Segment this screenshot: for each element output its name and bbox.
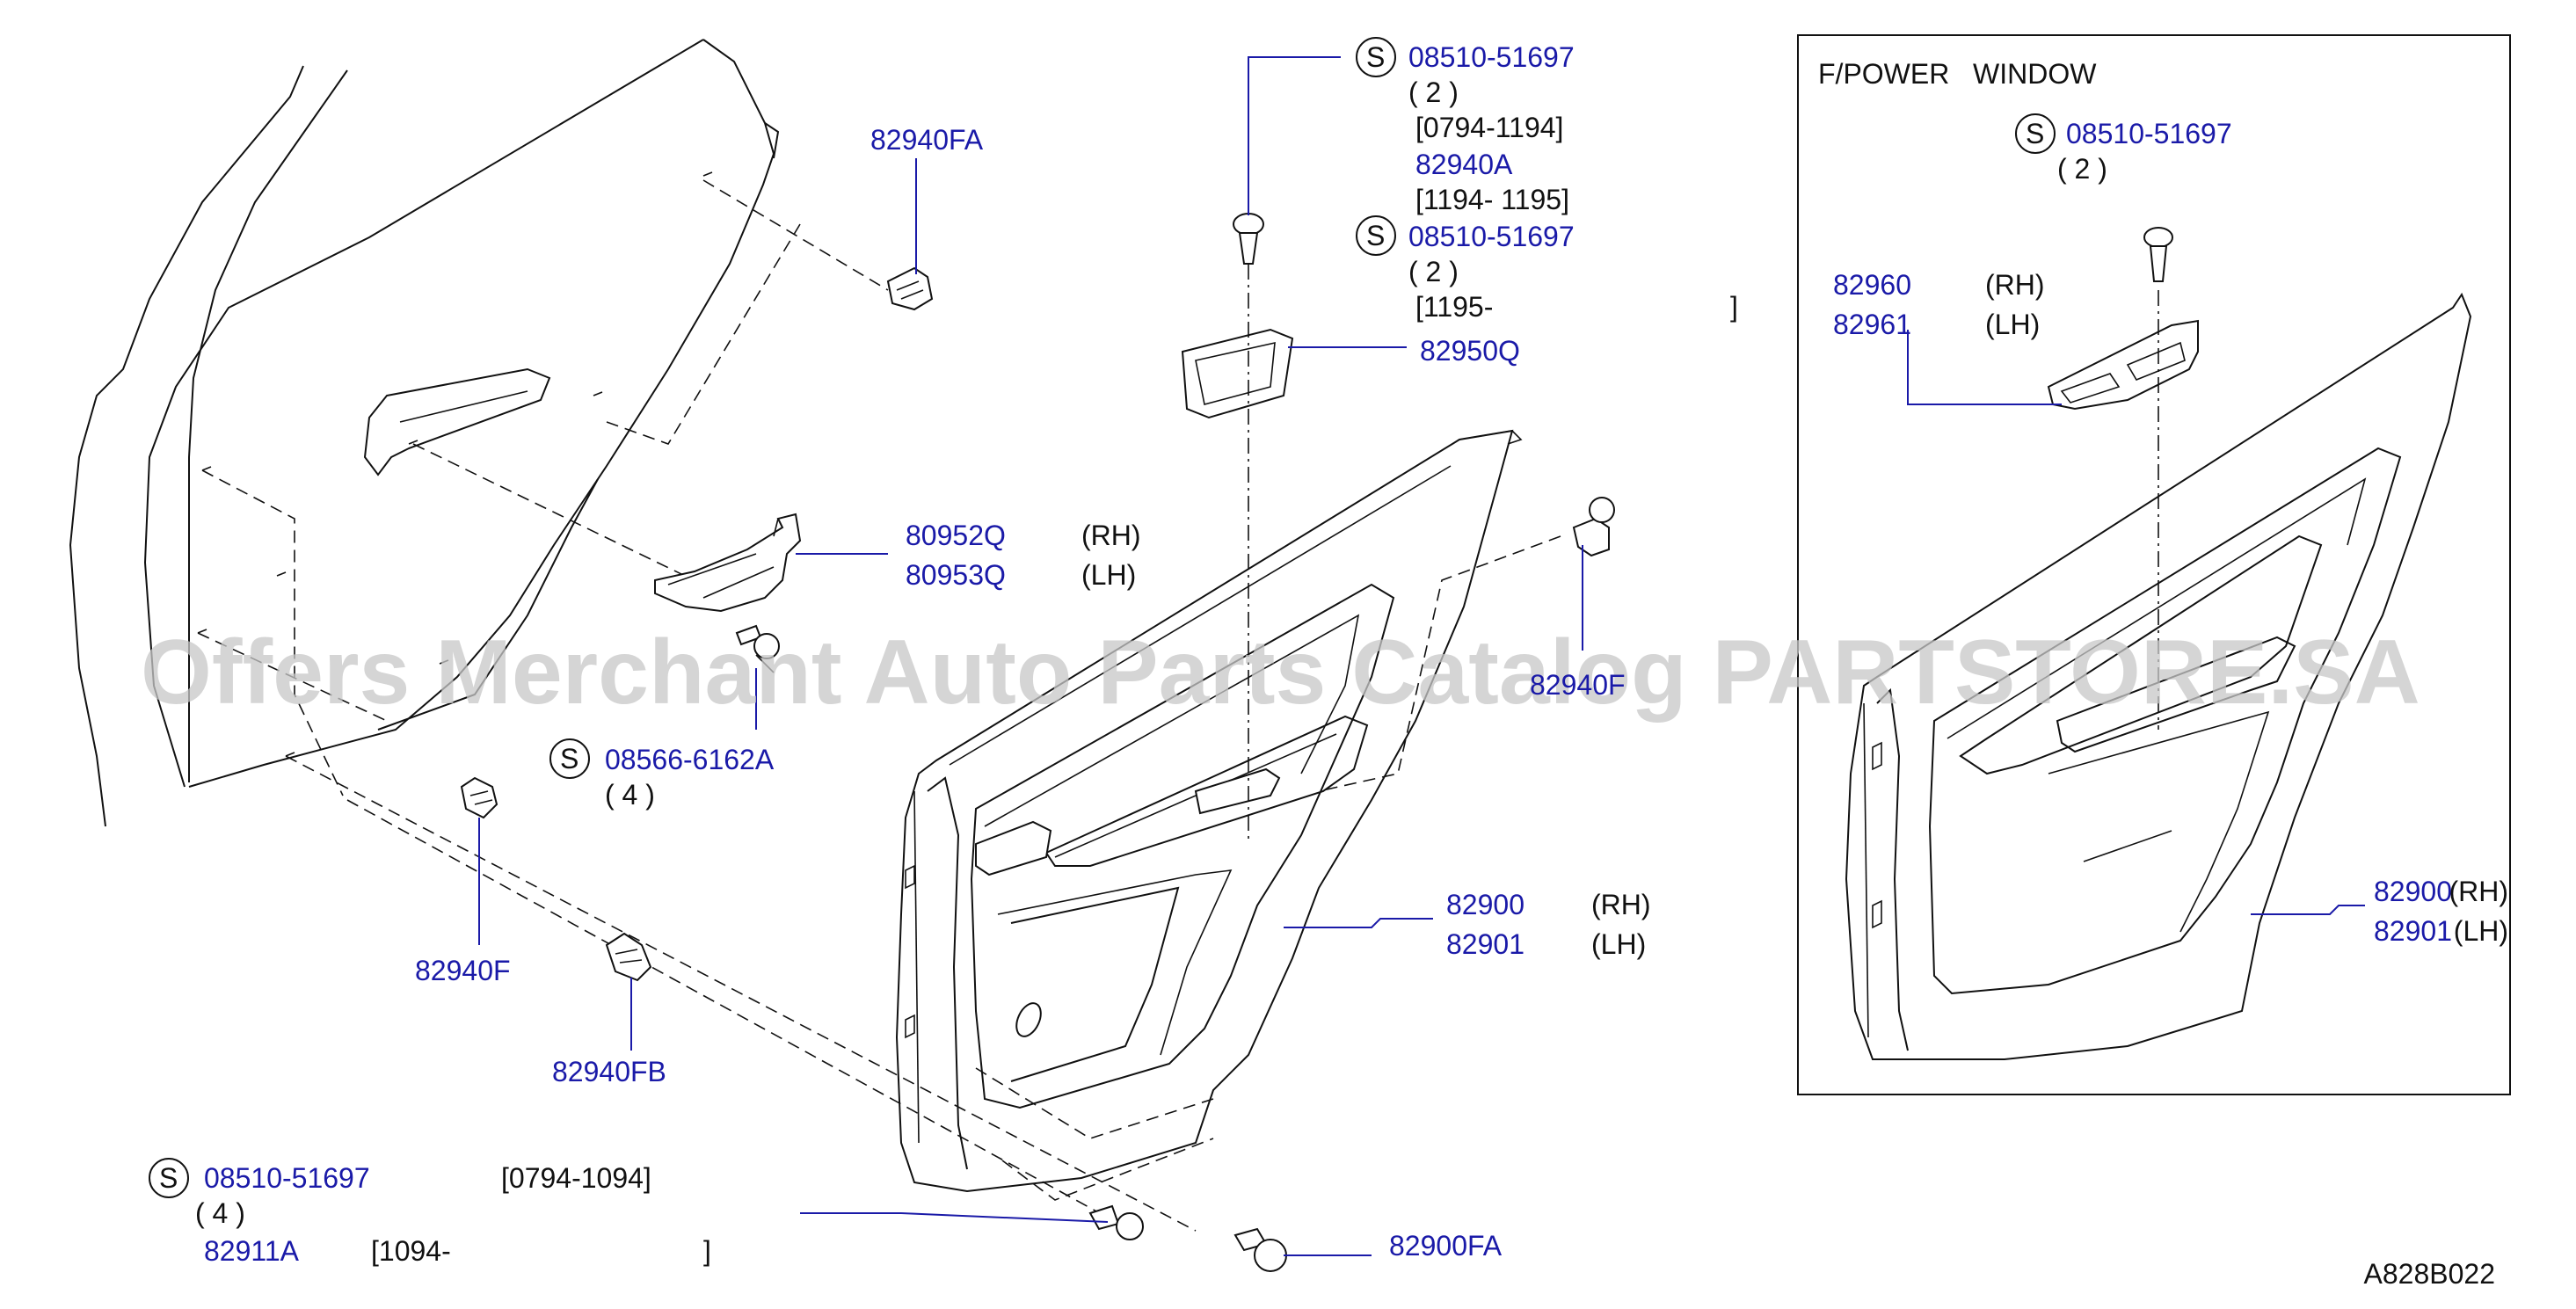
date-range-end: ] bbox=[1730, 291, 1738, 323]
part-82901[interactable]: 82901 bbox=[2374, 915, 2452, 947]
clip-82900FA bbox=[1233, 1227, 1287, 1272]
clip-82940FB bbox=[605, 932, 652, 982]
s-symbols: S S S S S bbox=[149, 37, 2056, 1198]
quantity: ( 2 ) bbox=[1408, 256, 1459, 287]
date-range: [0794-1094] bbox=[501, 1162, 651, 1194]
s-symbol: S bbox=[1366, 41, 1385, 73]
part-labels: 82940FA 80952Q 80953Q (RH) (LH) 08566-61… bbox=[195, 41, 1738, 1267]
part-80952Q[interactable]: 80952Q bbox=[906, 520, 1006, 551]
part-08566-6162A[interactable]: 08566-6162A bbox=[605, 744, 775, 775]
side-rh: (RH) bbox=[1081, 520, 1141, 551]
part-82900[interactable]: 82900 bbox=[2374, 876, 2452, 907]
date-range: [1194- 1195] bbox=[1415, 184, 1569, 215]
part-82940A[interactable]: 82940A bbox=[1415, 149, 1513, 180]
leader-lines bbox=[478, 56, 1583, 1256]
part-80953Q[interactable]: 80953Q bbox=[906, 559, 1006, 591]
door-frame-drawing bbox=[69, 39, 780, 827]
s-symbol: S bbox=[560, 743, 579, 774]
screw-82911A bbox=[1088, 1204, 1144, 1240]
bracket-80952Q bbox=[654, 513, 802, 613]
watermark: Offers Merchant Auto Parts Catalog PARTS… bbox=[141, 622, 2420, 724]
side-lh: (LH) bbox=[1081, 559, 1136, 591]
date-range: [1094- bbox=[371, 1235, 451, 1267]
part-82940F-right[interactable]: 82940F bbox=[1530, 669, 1626, 701]
quantity: ( 2 ) bbox=[2057, 153, 2107, 185]
quantity: ( 4 ) bbox=[195, 1197, 245, 1229]
s-symbol: S bbox=[159, 1162, 178, 1194]
part-82960[interactable]: 82960 bbox=[1833, 269, 1911, 301]
part-08510-51697[interactable]: 08510-51697 bbox=[1408, 221, 1575, 252]
date-range: [1195- bbox=[1415, 291, 1493, 323]
part-82940F[interactable]: 82940F bbox=[415, 955, 511, 986]
clip-82940F-right bbox=[1572, 497, 1615, 557]
side-rh: (RH) bbox=[1985, 269, 2045, 301]
date-range: [0794-1194] bbox=[1415, 112, 1563, 143]
part-82940FB[interactable]: 82940FB bbox=[552, 1056, 666, 1087]
s-symbol: S bbox=[2026, 118, 2044, 149]
side-lh: (LH) bbox=[2454, 915, 2508, 947]
screw-08566 bbox=[735, 624, 780, 673]
part-82900[interactable]: 82900 bbox=[1446, 889, 1524, 920]
part-08510-51697[interactable]: 08510-51697 bbox=[1408, 41, 1575, 73]
guide-lines-center bbox=[975, 264, 1561, 1201]
part-82940FA[interactable]: 82940FA bbox=[870, 124, 984, 156]
inset-power-window bbox=[1797, 34, 2511, 1095]
side-lh: (LH) bbox=[1591, 928, 1646, 960]
diagram-code: A828B022 bbox=[2364, 1258, 2495, 1290]
quantity: ( 4 ) bbox=[605, 779, 655, 811]
side-lh: (LH) bbox=[1985, 309, 2040, 340]
part-82950Q[interactable]: 82950Q bbox=[1420, 335, 1520, 367]
s-symbol: S bbox=[1366, 220, 1385, 251]
part-82911A[interactable]: 82911A bbox=[204, 1235, 300, 1267]
door-trim-panel-82900 bbox=[895, 429, 1523, 1193]
part-08510-51697[interactable]: 08510-51697 bbox=[204, 1162, 370, 1194]
screw-08510-top bbox=[1233, 213, 1264, 265]
part-82901[interactable]: 82901 bbox=[1446, 928, 1524, 960]
finisher-82950Q bbox=[1181, 328, 1294, 419]
inset-labels: F/POWER WINDOW 08510-51697 ( 2 ) 82960 8… bbox=[1818, 58, 2508, 947]
part-08510-51697[interactable]: 08510-51697 bbox=[2066, 118, 2232, 149]
inset-title: F/POWER WINDOW bbox=[1818, 58, 2097, 90]
clip-82940FA bbox=[886, 266, 934, 311]
side-rh: (RH) bbox=[2449, 876, 2508, 907]
part-82961[interactable]: 82961 bbox=[1833, 309, 1911, 340]
guide-lines-left bbox=[197, 179, 1197, 1232]
part-82900FA[interactable]: 82900FA bbox=[1389, 1230, 1503, 1262]
clip-82940F-left bbox=[460, 776, 498, 819]
side-rh: (RH) bbox=[1591, 889, 1651, 920]
date-range-end: ] bbox=[703, 1235, 711, 1267]
quantity: ( 2 ) bbox=[1408, 76, 1459, 108]
